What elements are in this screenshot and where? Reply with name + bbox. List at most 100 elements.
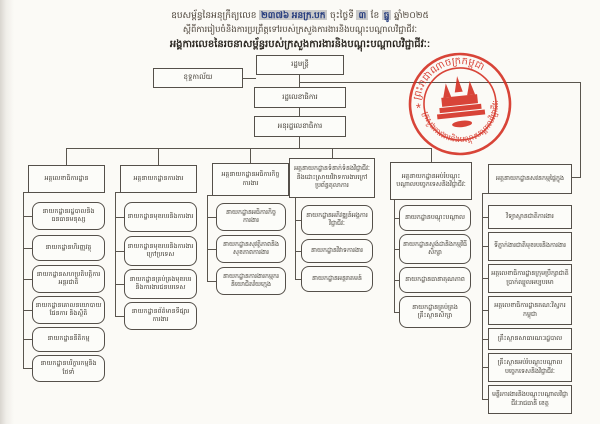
department-box: នាយកដ្ឋានការងារកម្មករនិយោជិតវ័យក្មេង (216, 267, 286, 295)
connector-right-edge (580, 82, 581, 178)
col2-stub4 (115, 316, 124, 317)
cabinet-box: ខុទ្ទកាល័យ (153, 68, 243, 88)
institution-box: អគ្គលេខាធិការដ្ឋានគណៈវិស្វករកម្ពុជា (488, 296, 572, 325)
col3-spine (207, 195, 208, 281)
col5-header: អគ្គនាយកដ្ឋានអប់រំបណ្តុះបណ្តាលបច្ចេកទេសន… (390, 162, 472, 200)
department-box: នាយកដ្ឋានបរិក្ខារកម្មនិងថែទាំ (32, 355, 105, 382)
under-secretary-box: អនុរដ្ឋលេខាធិការ (254, 116, 346, 137)
col1-spine-top (23, 192, 28, 193)
col6-stub1 (482, 217, 488, 218)
col6-spine-top (482, 193, 488, 194)
col3-spine-top (207, 195, 212, 196)
col1-stub4 (23, 310, 32, 311)
connector-secretary-undersecretary (299, 108, 300, 116)
connector-minister-secretary (299, 75, 300, 87)
department-box: នាយកដ្ឋានមុខរបរនិងការងារ (124, 202, 197, 232)
col4-stub1 (295, 220, 301, 221)
col1-stub1 (23, 216, 32, 217)
department-box: នាយកដ្ឋានសុវត្ថិភាពនិងសុខភាពការងារ (216, 235, 286, 263)
col5-spine (394, 200, 395, 312)
connector-right-run (300, 82, 581, 83)
col6-stub4 (482, 310, 488, 311)
col5-stub2 (394, 249, 399, 250)
decree-year: ឆ្នាំ២០២៥ (391, 10, 429, 20)
connector-undersecretary-distributor (299, 137, 300, 149)
drop-col5 (431, 148, 432, 162)
col2-stub3 (115, 284, 124, 285)
col5-stub4 (394, 312, 399, 313)
secretary-of-state-box: រដ្ឋលេខាធិការ (254, 87, 346, 108)
department-box: នាយកដ្ឋានអភិវឌ្ឍន៍អង្គការវិជ្ជាជីវៈ (301, 205, 373, 235)
col6-stub3 (482, 278, 488, 279)
col6-spine (482, 193, 483, 399)
col1-stub6 (23, 368, 32, 369)
connector-cabinet (243, 78, 256, 79)
institution-box: គ្រឹះស្ថានសាធារណៈរដ្ឋបាល (488, 328, 572, 350)
institution-box: គ្រឹះស្ថានអប់រំបណ្តុះបណ្តាលបច្ចេកទេសនិងវ… (488, 353, 572, 382)
department-box: នាយកដ្ឋានវិវាទការងារ (301, 239, 373, 263)
col4-header: អគ្គនាយកដ្ឋានទំនាក់ទំនងវិជ្ជាជីវៈនិងដោះស… (289, 158, 375, 198)
col6-header: អគ្គនាយកដ្ឋានសវនកម្មផ្ទៃក្នុង (488, 164, 572, 194)
department-box: នាយកដ្ឋានសហប្រតិបត្តិការអន្តរជាតិ (32, 265, 105, 293)
col2-stub1 (115, 217, 124, 218)
col3-stub3 (207, 281, 216, 282)
col5-stub1 (394, 218, 399, 219)
title-mid: ចុះថ្ងៃទី (327, 10, 357, 20)
document-title-line2: ស្តីពីការរៀបចំនិងការប្រព្រឹត្តទៅរបស់ក្រស… (182, 24, 418, 34)
department-box: នាយកដ្ឋានធានាគុណភាព (399, 267, 471, 293)
title-prefix: ឧបសម្ព័ន្ធនៃអនុក្រឹត្យលេខ (171, 10, 259, 20)
department-box: នាយកដ្ឋានគ្រប់គ្រងមុខរបរនិងការងារជនបរទេស (124, 269, 197, 299)
institution-box: មន្ទីរការងារនិងបណ្តុះបណ្តាលវិជ្ជាជីវៈរាជ… (488, 385, 572, 414)
drop-col3 (250, 148, 251, 163)
department-box: នាយកដ្ឋានមុខរបរនិងការងារក្រៅប្រទេស (124, 236, 197, 266)
minister-box: រដ្ឋមន្ត្រី (256, 55, 344, 75)
department-box: នាយកដ្ឋានព័ត៌មានទីផ្សារការងារ (124, 302, 197, 330)
department-box: នាយកដ្ឋានគ្រប់គ្រងគ្រឹះស្ថានសិក្សា (399, 296, 471, 328)
col1-stub2 (23, 248, 32, 249)
col3-stub1 (207, 217, 216, 218)
department-box: នាយកដ្ឋានរដ្ឋបាលនិងធនធានមនុស្ស (32, 202, 105, 230)
document-title-line3: អង្គការលេខនៃរចនាសម្ព័ន្ធរបស់ក្រសួងការងារ… (169, 39, 431, 50)
col4-spine (295, 198, 296, 279)
institution-box: វិទ្យាស្ថានជាតិការងារ (488, 205, 572, 229)
col4-stub3 (295, 279, 301, 280)
stamp-star: * (415, 100, 422, 115)
decree-number: ២៣៧៦ អនក្រ.បក (258, 10, 328, 20)
title-khae: ខែ (368, 10, 382, 20)
drop-col4 (332, 148, 333, 158)
col1-spine (23, 192, 24, 368)
col3-stub2 (207, 249, 216, 250)
department-box: នាយកដ្ឋាននីតិកម្ម (32, 327, 105, 352)
angkor-wat-glyph (436, 76, 486, 128)
col3-header: អគ្គនាយកដ្ឋានអធិការកិច្ចការងារ (212, 163, 289, 196)
col1-stub5 (23, 339, 32, 340)
drop-col1 (66, 148, 67, 165)
decree-month: ធ្នូ (381, 10, 392, 20)
col2-header: អគ្គនាយកដ្ឋានការងារ (120, 165, 197, 193)
col1-stub3 (23, 279, 32, 280)
department-box: នាយកដ្ឋានអន្តរាគមន៍ (301, 266, 373, 292)
connector-into-audit (572, 177, 581, 178)
drop-col2 (158, 148, 159, 165)
document-title-line1: ឧបសម្ព័ន្ធនៃអនុក្រឹត្យលេខ ២៣៧៦ អនក្រ.បក … (0, 10, 600, 23)
col6-stub6 (482, 367, 488, 368)
col1-header: អគ្គលេខាធិការដ្ឋាន (28, 165, 105, 193)
col6-stub7 (482, 399, 488, 400)
col6-stub5 (482, 339, 488, 340)
department-box: នាយកដ្ឋានស្តង់ដានិងកម្មវិធីសិក្សា (399, 234, 471, 264)
institution-box: អគ្គលេខាធិការដ្ឋានក្រុមប្រឹក្សាជាតិប្រាក… (488, 264, 572, 293)
col2-stub2 (115, 251, 124, 252)
official-red-stamp-icon: ព្រះរាជាណាចក្រកម្ពុជា ក្រសួងការងារនិងបណ្… (408, 52, 512, 156)
department-box: នាយកដ្ឋានហិរញ្ញវត្ថុ (32, 235, 105, 261)
distributor-line (66, 148, 432, 149)
institution-box: ទីភ្នាក់ងារជាតិមុខរបរនិងការងារ (488, 232, 572, 261)
col2-spine (115, 192, 116, 316)
col5-stub3 (394, 280, 399, 281)
col2-spine-top (115, 192, 120, 193)
department-box: នាយកដ្ឋានបណ្តុះបណ្តាល (399, 205, 471, 231)
col4-stub2 (295, 251, 301, 252)
department-box: នាយកដ្ឋានអធិការកិច្ចការងារ (216, 203, 286, 231)
department-box: នាយកដ្ឋានគោលនយោបាយ ផែនការ និងស្ថិតិ (32, 296, 105, 324)
decree-day: ៣ (356, 10, 369, 20)
